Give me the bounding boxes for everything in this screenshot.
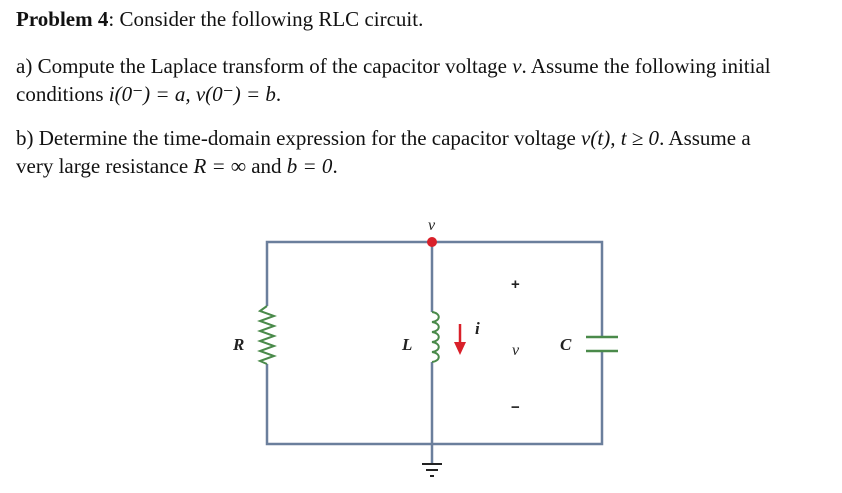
part-b-line-1-suffix: . Assume a [659, 126, 751, 150]
part-b-resistance-condition: R = ∞ [193, 154, 246, 178]
inductor-label: L [401, 335, 412, 354]
problem-intro: Consider the following RLC circuit. [114, 7, 424, 31]
inductor-symbol [431, 311, 440, 363]
resistor-symbol [257, 305, 277, 365]
bottom-wire [265, 352, 604, 446]
ground-symbol [422, 463, 442, 477]
current-arrow-icon [454, 324, 466, 355]
current-label: i [475, 319, 480, 338]
capacitor-label: C [560, 335, 572, 354]
part-b-line-1-prefix: b) Determine the time-domain expression … [16, 126, 582, 150]
resistor-label: R [232, 335, 244, 354]
part-a-line-2: conditions i(0⁻) = a, v(0⁻) = b. [16, 80, 771, 108]
part-b-line-2-prefix: very large resistance [16, 154, 194, 178]
part-a-text: a) Compute the Laplace transform of the … [16, 52, 771, 108]
part-b-time-expression: v(t), t ≥ 0 [581, 126, 660, 150]
part-a-line-1: a) Compute the Laplace transform of the … [16, 52, 771, 80]
part-b-initial-voltage-condition: b = 0 [286, 154, 333, 178]
minus-sign: − [511, 399, 520, 416]
part-a-line-1-suffix: . Assume the following initial [521, 54, 771, 78]
part-b-text: b) Determine the time-domain expression … [16, 124, 751, 180]
problem-colon: : [108, 7, 115, 31]
problem-label: Problem 4 [16, 7, 109, 31]
part-b-line-2-suffix: . [332, 154, 338, 178]
part-b-line-2-mid: and [245, 154, 287, 178]
part-a-line-2-prefix: conditions [16, 82, 109, 106]
part-a-line-2-suffix: . [275, 82, 282, 106]
part-b-line-1: b) Determine the time-domain expression … [16, 124, 751, 152]
plus-sign: + [511, 276, 520, 293]
node-voltage-label: v [428, 217, 436, 234]
capacitor-symbol [586, 335, 618, 353]
part-b-line-2: very large resistance R = ∞ and b = 0. [16, 152, 751, 180]
part-a-initial-conditions: i(0⁻) = a, v(0⁻) = b [108, 82, 276, 106]
problem-heading: Problem 4: Consider the following RLC ci… [16, 5, 423, 33]
capacitor-voltage-label: v [512, 342, 520, 359]
node-dot [427, 237, 437, 247]
part-a-variable-v: v [512, 54, 522, 78]
part-a-line-1-prefix: a) Compute the Laplace transform of the … [16, 54, 513, 78]
